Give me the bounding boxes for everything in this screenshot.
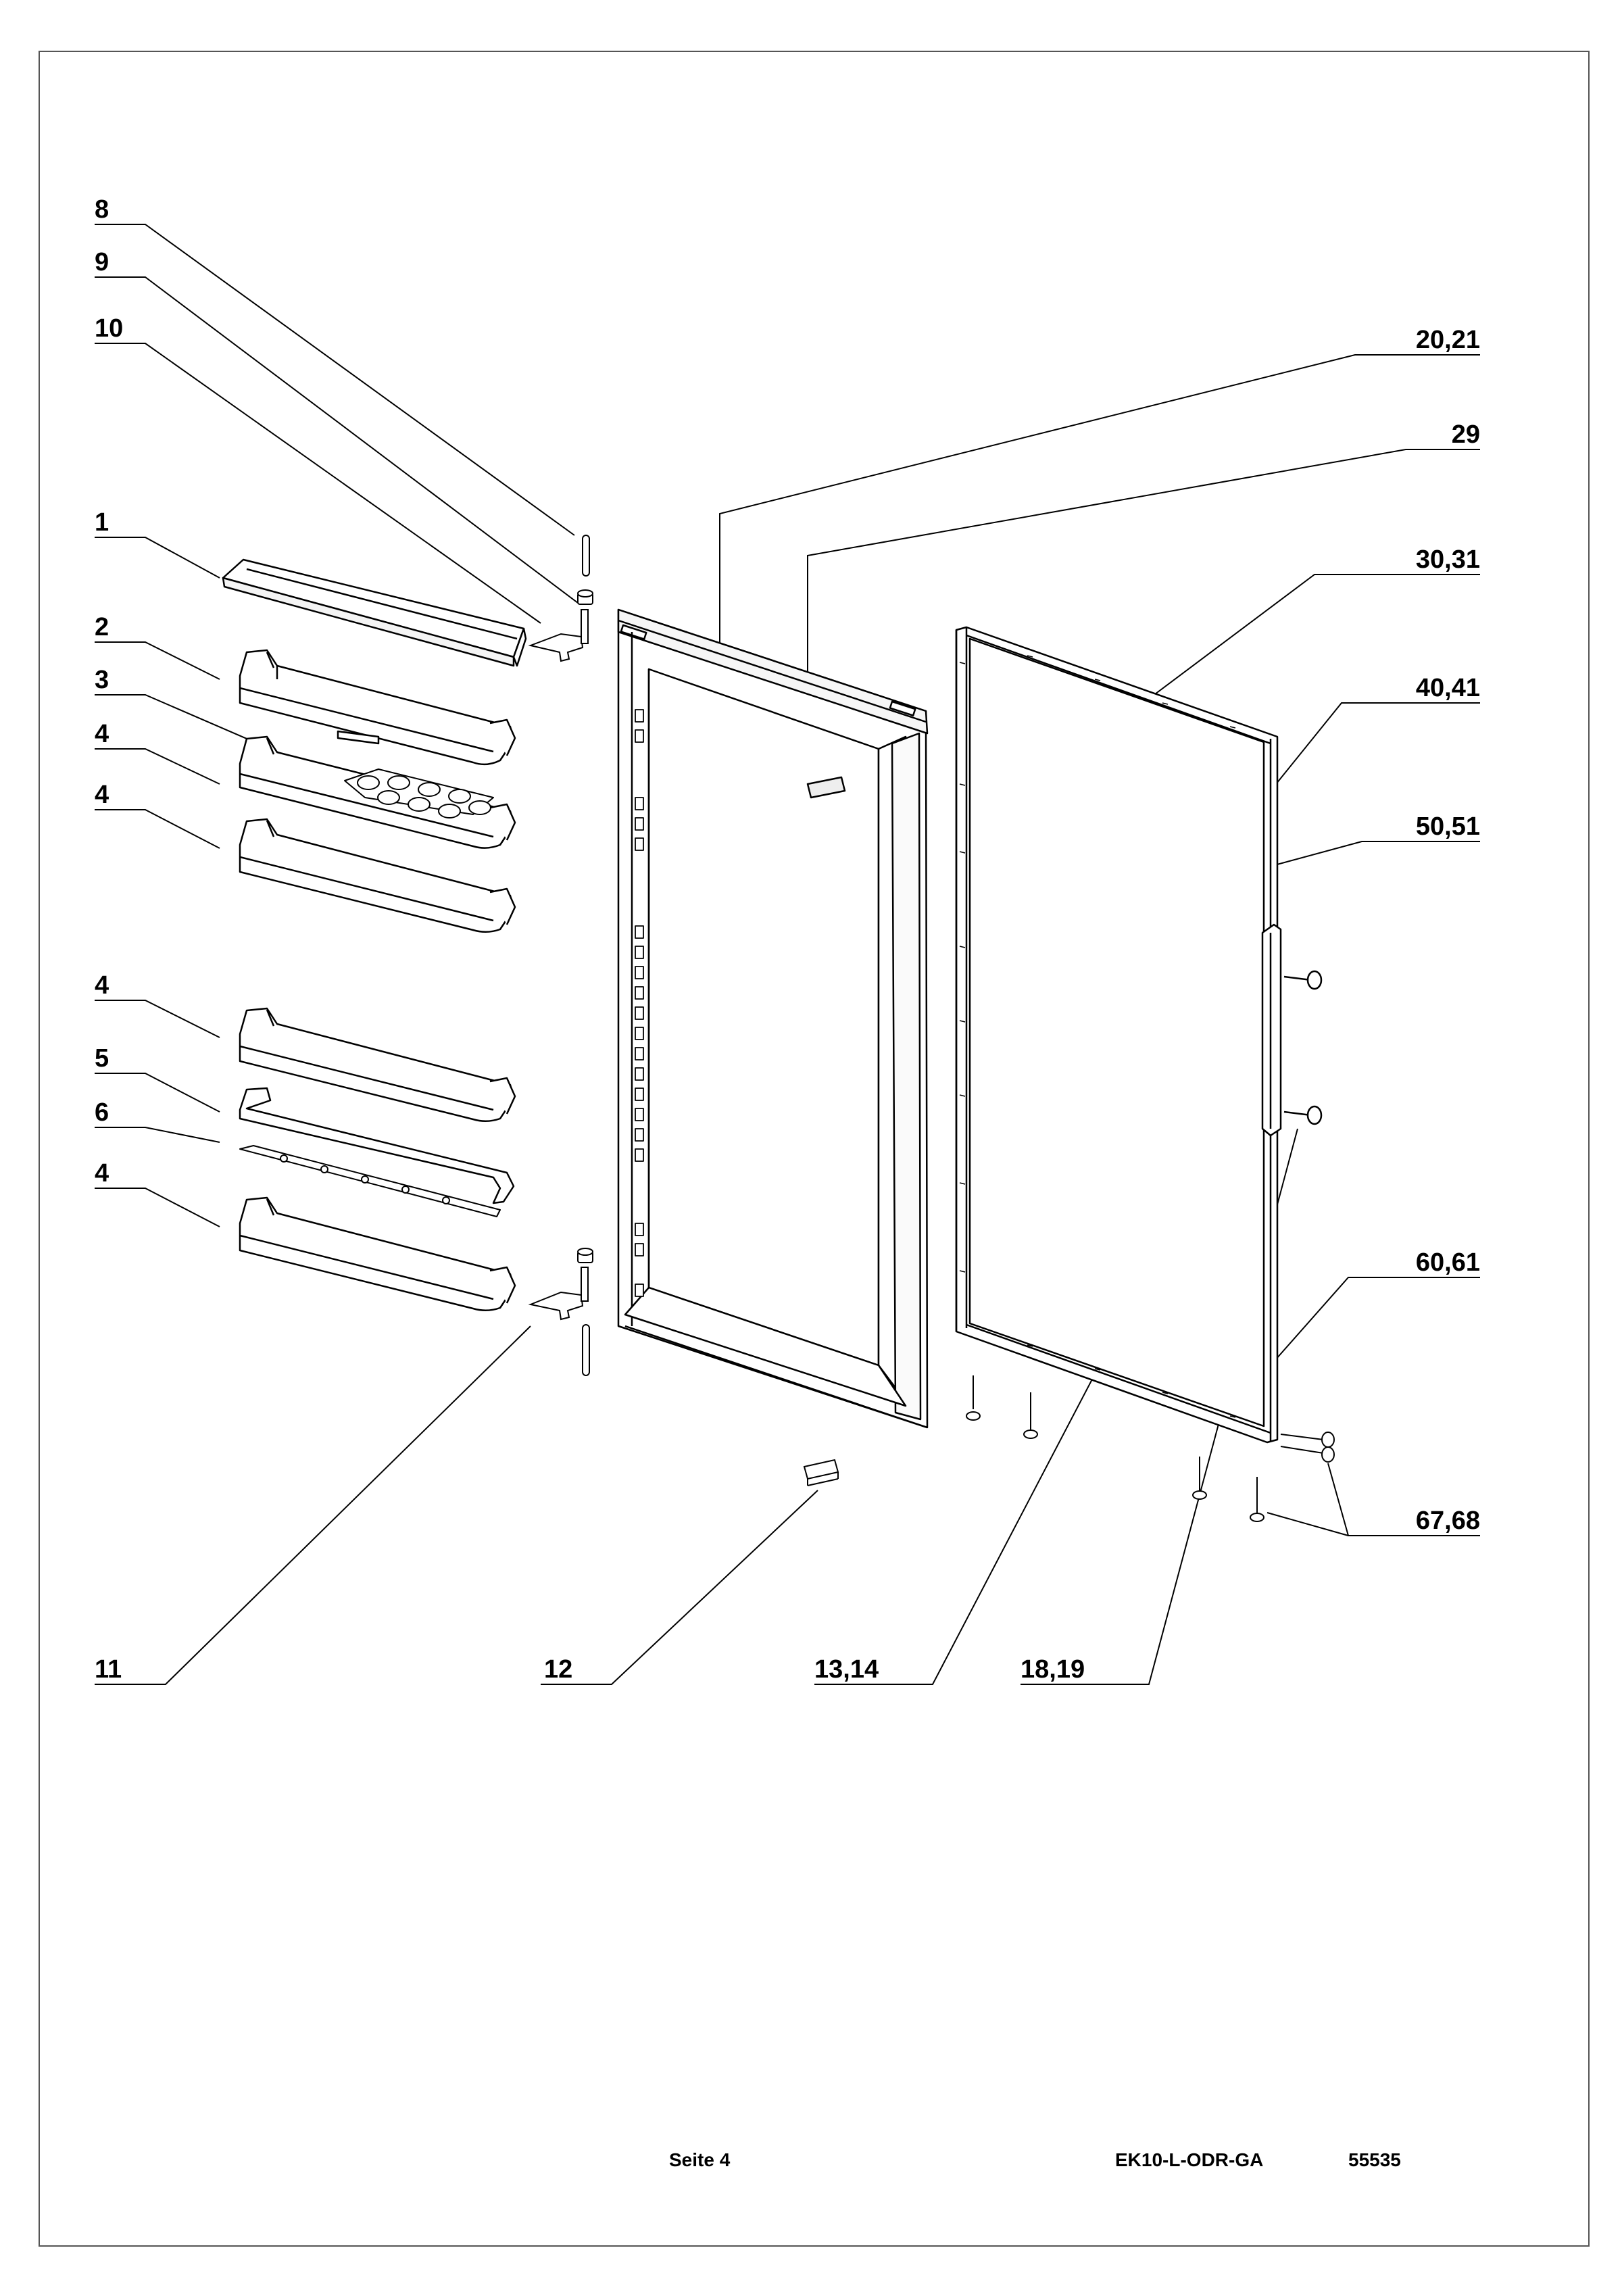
callout-3: 3 (95, 666, 109, 694)
egg-tray (344, 768, 494, 819)
hinge-bracket-top (528, 633, 584, 662)
callout-6: 6 (95, 1098, 109, 1127)
shelf-4b (239, 818, 516, 933)
footer-model: EK10-L-ODR-GA (1115, 2149, 1263, 2170)
callout-13-14: 13,14 (814, 1655, 879, 1684)
callout-8: 8 (95, 195, 109, 224)
callout-1: 1 (95, 508, 109, 537)
page-border (39, 51, 1590, 2247)
callout-60-61: 60,61 (1416, 1248, 1480, 1277)
hinge-parts (528, 535, 593, 1376)
hinge-bush-top (577, 589, 593, 605)
hinge-bracket-bottom (528, 1291, 584, 1321)
callout-18-19: 18,19 (1021, 1655, 1085, 1684)
frame-screws (966, 1375, 1335, 1522)
callout-40-41: 40,41 (1416, 674, 1480, 702)
door-shelves (222, 558, 527, 1311)
shelf-4d (239, 1196, 516, 1311)
footer: Seite 4 EK10-L-ODR-GA 55535 (669, 2149, 1401, 2170)
shelf-rail-5 (239, 1087, 515, 1204)
hinge-pin-top (582, 535, 590, 577)
callout-67-68: 67,68 (1416, 1507, 1480, 1535)
callout-5: 5 (95, 1044, 109, 1073)
shelf-2 (239, 649, 516, 766)
callout-20-21: 20,21 (1416, 326, 1480, 354)
door-liner (617, 608, 929, 1429)
callout-4b: 4 (95, 781, 109, 809)
callout-4d: 4 (95, 1159, 109, 1188)
door-frame (955, 626, 1323, 1444)
callout-29: 29 (1452, 420, 1480, 449)
callout-50-51: 50,51 (1416, 812, 1480, 841)
callout-labels: 8 9 10 1 2 3 4 4 4 5 6 4 11 12 13,14 18,… (95, 195, 1480, 1684)
callout-2: 2 (95, 613, 109, 641)
callout-11: 11 (95, 1655, 122, 1684)
callout-9: 9 (95, 248, 109, 276)
callout-4c: 4 (95, 971, 109, 1000)
callout-12: 12 (544, 1655, 572, 1684)
shelf-4c (239, 1007, 516, 1122)
hinge-bush-bottom (577, 1248, 593, 1263)
handle-screws (1283, 970, 1323, 1125)
footer-number: 55535 (1348, 2149, 1401, 2170)
hinge-pin-bottom (582, 1324, 590, 1376)
shelf-lid (222, 558, 527, 667)
footer-page: Seite 4 (669, 2149, 731, 2170)
callout-10: 10 (95, 314, 123, 343)
callout-4a: 4 (95, 720, 109, 748)
small-block-12 (803, 1459, 839, 1486)
bottle-divider-6 (239, 1145, 501, 1217)
callout-30-31: 30,31 (1416, 545, 1480, 574)
